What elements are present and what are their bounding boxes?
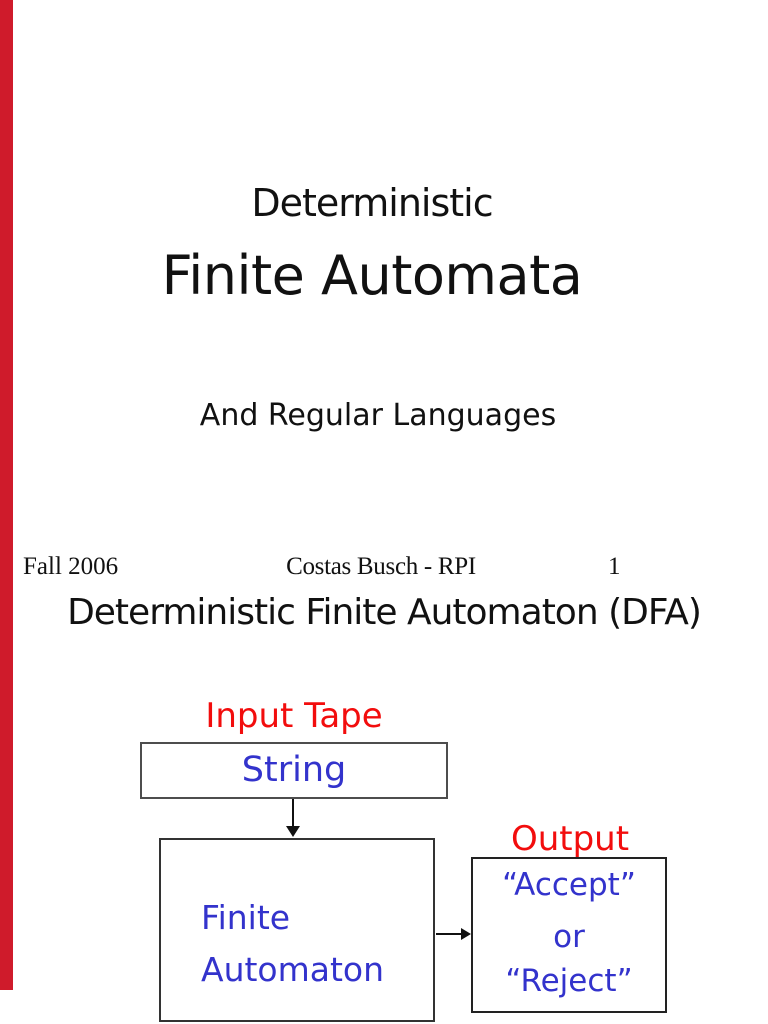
slide1-subtitle: And Regular Languages bbox=[199, 398, 557, 433]
output-box-accept: “Accept” bbox=[502, 867, 636, 903]
footer-author: Costas Busch - RPI bbox=[286, 553, 476, 578]
arrow-down-line bbox=[292, 799, 294, 827]
arrow-right-line bbox=[436, 933, 462, 935]
string-box-label: String bbox=[241, 750, 347, 790]
output-box-or: or bbox=[553, 919, 585, 955]
finite-automaton-label-line1: Finite bbox=[201, 898, 291, 937]
output-box-reject: “Reject” bbox=[505, 963, 633, 999]
footer-page-number: 1 bbox=[608, 553, 621, 578]
arrow-right-icon bbox=[461, 928, 471, 940]
footer-term: Fall 2006 bbox=[23, 553, 119, 578]
input-tape-label: Input Tape bbox=[205, 696, 383, 736]
finite-automaton-label-line2: Automaton bbox=[201, 950, 385, 989]
finite-automaton-box: Finite Automaton bbox=[159, 838, 435, 1022]
string-box: String bbox=[140, 742, 448, 799]
output-label: Output bbox=[510, 819, 630, 859]
slide1-title-line2: Finite Automata bbox=[161, 244, 583, 307]
output-box: “Accept” or “Reject” bbox=[471, 857, 667, 1013]
slide1-footer: Fall 2006 Costas Busch - RPI 1 bbox=[0, 552, 768, 578]
arrow-down-icon bbox=[286, 826, 300, 837]
slide2-title: Deterministic Finite Automaton (DFA) bbox=[67, 592, 702, 633]
slide1-title-line1: Deterministic bbox=[251, 181, 493, 225]
left-edge-ribbon bbox=[0, 0, 13, 990]
